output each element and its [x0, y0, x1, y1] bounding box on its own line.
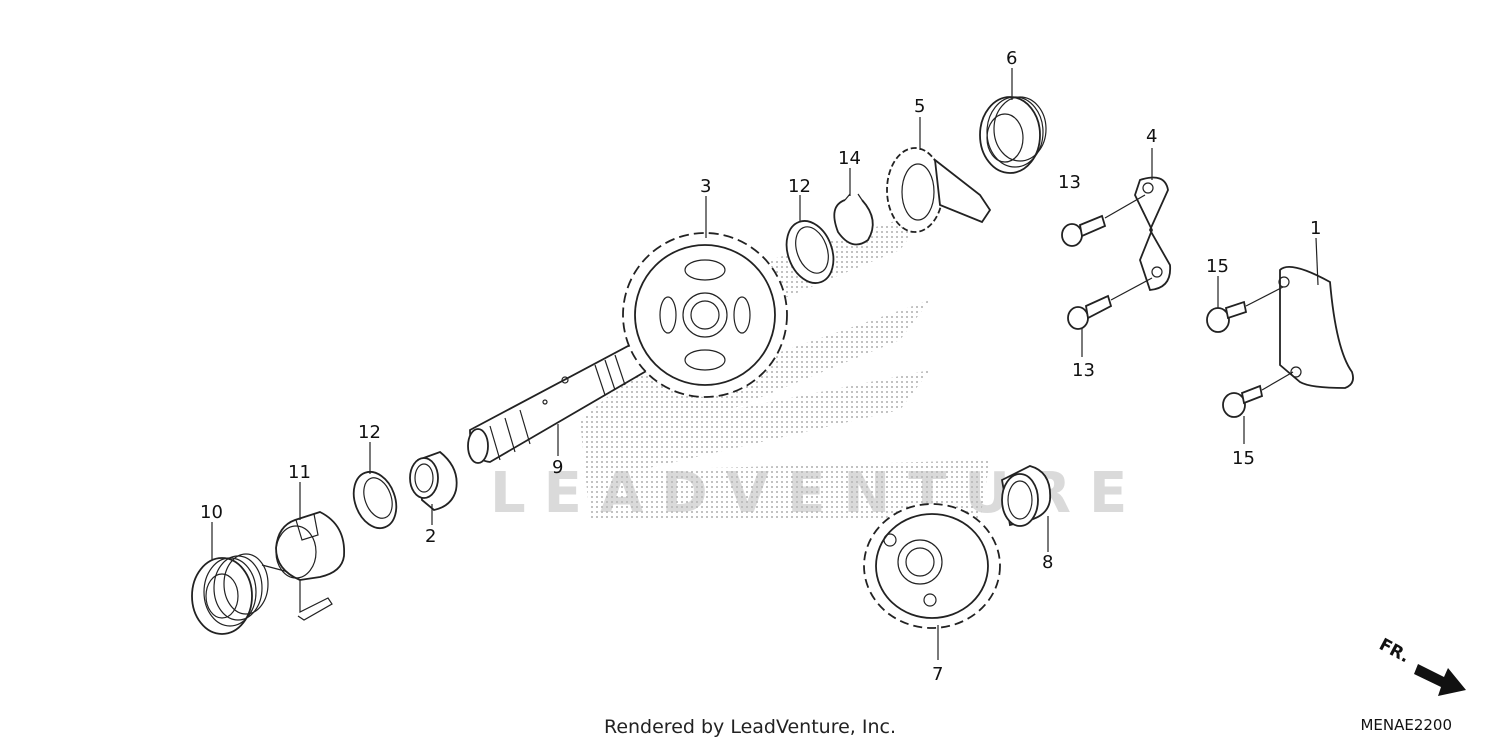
callout-8: 8: [1042, 552, 1053, 573]
callout-14: 14: [838, 148, 861, 169]
callout-10: 10: [200, 502, 223, 523]
callout-6: 6: [1006, 48, 1017, 69]
front-direction-arrow: FR.: [1376, 635, 1466, 696]
part-12-washer-upper[interactable]: [778, 214, 841, 289]
part-6-spring[interactable]: [979, 96, 1047, 174]
part-13-bolt-lower[interactable]: [1067, 277, 1153, 330]
callout-2: 2: [425, 526, 436, 547]
callout-7: 7: [932, 664, 943, 685]
fr-label: FR.: [1376, 635, 1413, 667]
callout-1: 1: [1310, 218, 1321, 239]
callout-9: 9: [552, 457, 563, 478]
part-15-bolt-lower[interactable]: [1222, 371, 1294, 418]
part-14-circlip[interactable]: [833, 193, 874, 246]
callout-13-lower: 13: [1072, 360, 1095, 381]
part-7-gear[interactable]: [863, 503, 1001, 629]
callout-labels: 1 2 3 4 5 6 7 8 9 10 11 12 12 13 13 14 1…: [200, 48, 1321, 685]
part-4-plate[interactable]: [1134, 176, 1172, 291]
part-11-collar[interactable]: [275, 511, 345, 581]
callout-11: 11: [288, 462, 311, 483]
callout-4: 4: [1146, 126, 1157, 147]
callout-15-upper: 15: [1206, 256, 1229, 277]
part-10-spring[interactable]: [191, 553, 333, 635]
part-2-bushing[interactable]: [409, 450, 458, 511]
callout-12-upper: 12: [788, 176, 811, 197]
part-8-bushing[interactable]: [1000, 465, 1052, 527]
callout-3: 3: [700, 176, 711, 197]
part-5-ratchet[interactable]: [886, 147, 992, 233]
rendered-by-credit: Rendered by LeadVenture, Inc.: [603, 716, 897, 738]
part-1-plate[interactable]: [1278, 266, 1354, 389]
callout-13-upper: 13: [1058, 172, 1081, 193]
part-12-washer-lower[interactable]: [346, 466, 403, 534]
part-3-gear[interactable]: [622, 232, 788, 398]
part-15-bolt-upper[interactable]: [1206, 286, 1284, 333]
callout-15-lower: 15: [1232, 448, 1255, 469]
part-13-bolt-upper[interactable]: [1061, 194, 1146, 247]
diagram-code: MENAE2200: [1360, 716, 1452, 734]
honda-wing-watermark: [580, 210, 990, 520]
callout-5: 5: [914, 96, 925, 117]
callout-12-lower: 12: [358, 422, 381, 443]
leader-lines: [211, 68, 1319, 660]
